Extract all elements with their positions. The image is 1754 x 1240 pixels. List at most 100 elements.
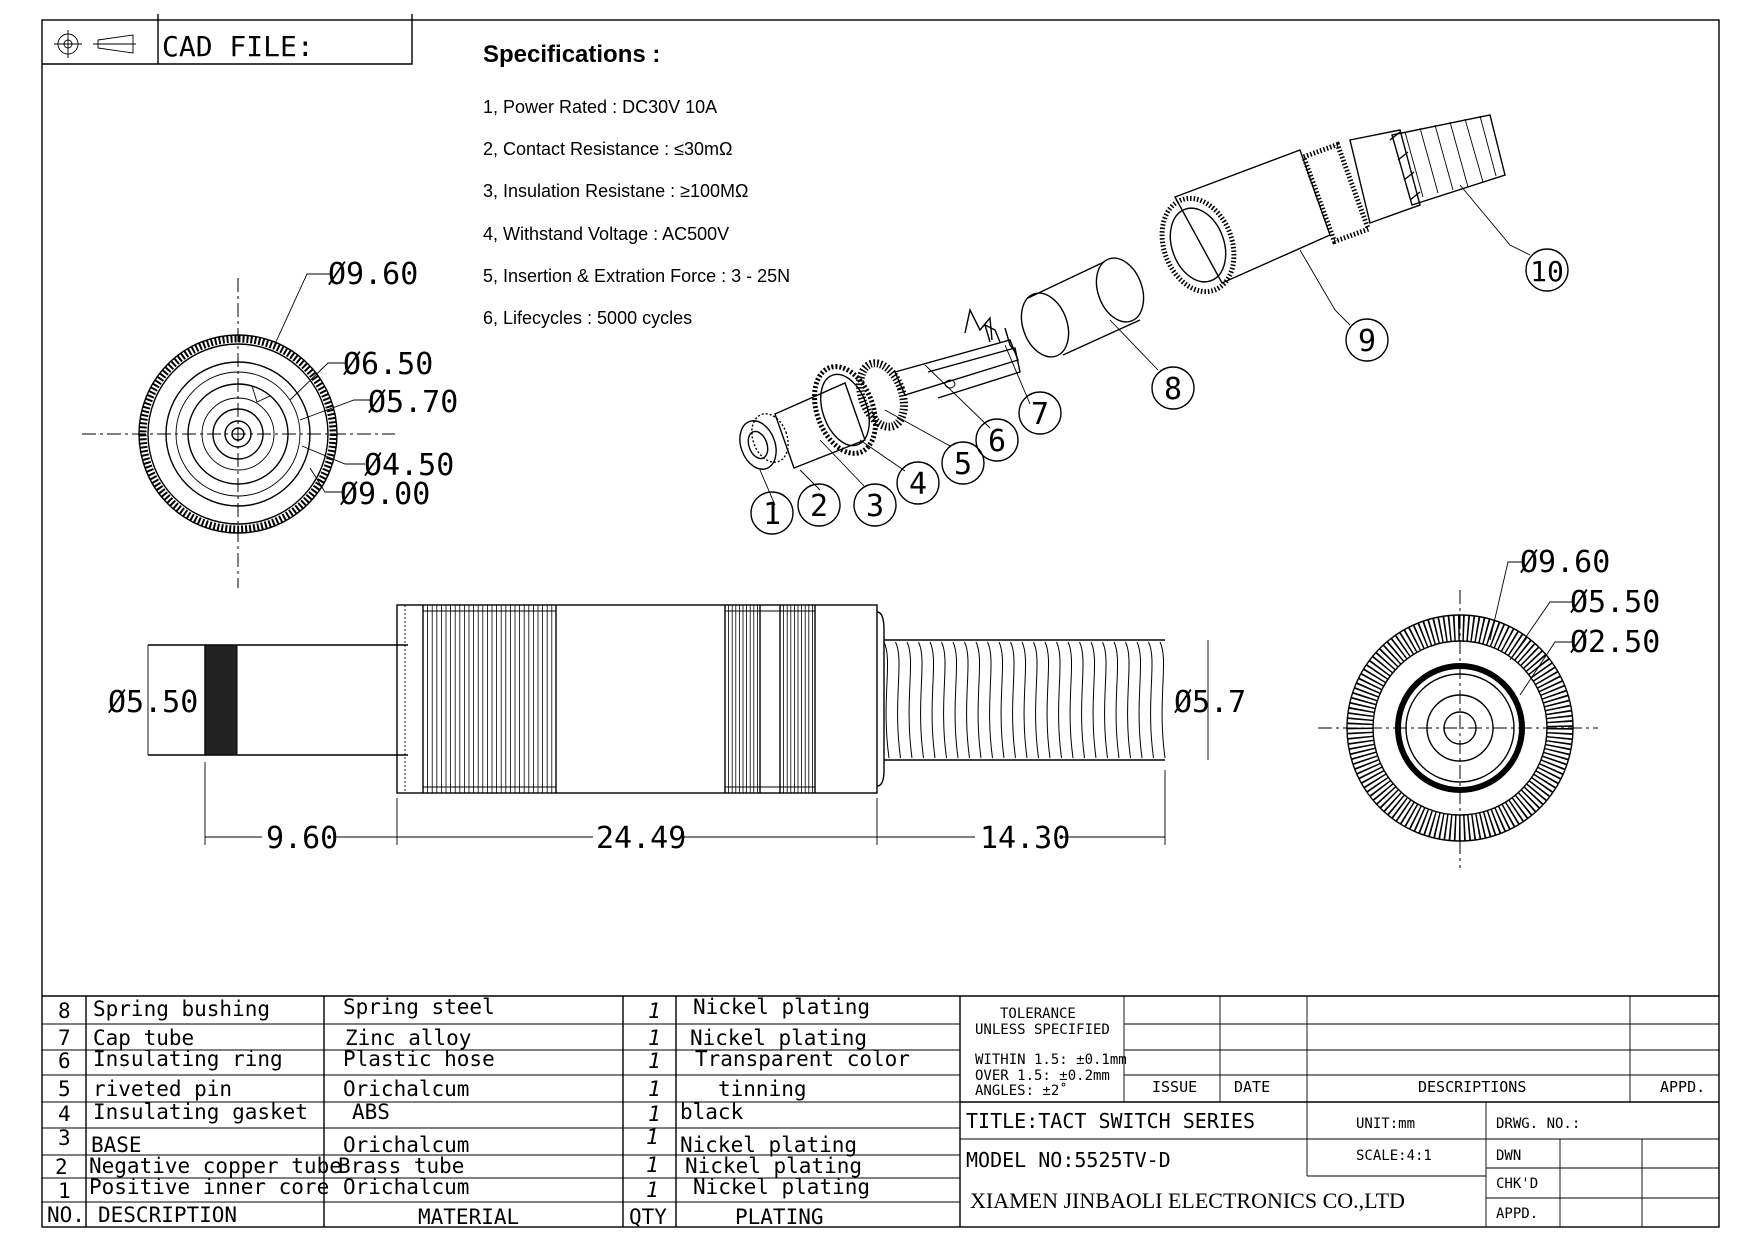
spring-coil-turn	[1010, 641, 1016, 759]
bom-row: 2 Negative copper tube Brass tube 1 Nick…	[55, 1153, 862, 1179]
cad-file-box: CAD FILE:	[42, 14, 413, 65]
balloon-label: 10	[1530, 255, 1564, 288]
bom-material: Orichalcum	[343, 1133, 469, 1157]
bom-qty: 1	[648, 1026, 661, 1050]
knurled-rim	[139, 335, 337, 533]
bom-desc: BASE	[91, 1133, 142, 1157]
bom-plating: tinning	[718, 1077, 807, 1101]
spring-coil-turn	[929, 641, 936, 759]
bom-no: 2	[55, 1155, 68, 1179]
revision-descriptions: DESCRIPTIONS	[1418, 1078, 1526, 1096]
spring-coil-turn	[1056, 641, 1062, 759]
bom-desc: Positive inner core	[89, 1175, 329, 1199]
dim-side-dia-left: Ø5.50	[108, 685, 198, 720]
balloon-label: 2	[810, 489, 828, 524]
title-block: TOLERANCE UNLESS SPECIFIED WITHIN 1.5: ±…	[960, 995, 1719, 1227]
bom-row: 3 BASE Orichalcum 1 Nickel plating	[58, 1125, 857, 1157]
bom-material: Zinc alloy	[345, 1026, 471, 1050]
dim-left-view: Ø6.50	[343, 347, 433, 382]
bom-plating: Nickel plating	[685, 1154, 862, 1178]
balloon-label: 5	[954, 447, 972, 482]
bom-no: 1	[58, 1179, 71, 1203]
balloon-label: 9	[1358, 324, 1376, 359]
bom-qty: 1	[646, 1178, 659, 1202]
side-view: Ø5.50 Ø5.7 9.60 24.49 14.30	[108, 604, 1246, 856]
bom-no: 6	[58, 1049, 71, 1073]
spring-coil-turn	[883, 641, 890, 759]
balloon-label: 3	[866, 489, 884, 524]
spring-coil-turn	[1102, 641, 1108, 759]
balloon-label: 7	[1031, 397, 1049, 432]
spring-coil-turn	[895, 641, 901, 759]
chkd-label: CHK'D	[1496, 1176, 1538, 1192]
exploded-view: 1 2 3 4 5 6 7 8 9 10	[739, 114, 1569, 535]
bom-row: 5 riveted pin Orichalcum 1 tinning	[58, 1077, 807, 1101]
bom-no: 5	[58, 1077, 71, 1101]
cap-knurling	[422, 605, 816, 793]
bom-row: 4 Insulating gasket ABS 1 black	[58, 1100, 744, 1126]
bom-qty: 1	[648, 1049, 661, 1073]
drawing-border	[41, 19, 1720, 1228]
spec-item: 6, Lifecycles : 5000 cycles	[483, 308, 692, 328]
dim-left-view: Ø5.70	[368, 385, 458, 420]
bom-header-material: MATERIAL	[418, 1205, 519, 1229]
specifications: Specifications : 1, Power Rated : DC30V …	[483, 41, 790, 328]
revision-date: DATE	[1234, 1078, 1270, 1096]
bom-material: ABS	[352, 1100, 390, 1124]
bom-material: Spring steel	[343, 995, 495, 1019]
spring-coil-turn	[1021, 641, 1028, 759]
spring-coil-turn	[998, 641, 1005, 759]
spring-coil-turn	[918, 641, 924, 759]
bom-no: 8	[58, 999, 71, 1023]
spring-coil-turn	[975, 641, 982, 759]
bom-plating: Nickel plating	[693, 995, 870, 1019]
bom-material: Plastic hose	[343, 1047, 495, 1071]
dim-right-view: Ø9.60	[1520, 545, 1610, 580]
spring-coil-turn	[1079, 641, 1085, 759]
bom-qty: 1	[646, 1153, 659, 1177]
bom-desc: riveted pin	[93, 1077, 232, 1101]
tolerance-over: OVER 1.5: ±0.2mm	[975, 1068, 1110, 1084]
tolerance-within: WITHIN 1.5: ±0.1mm	[975, 1052, 1127, 1068]
bom-row: 6 Insulating ring Plastic hose 1 Transpa…	[58, 1047, 910, 1073]
balloon-label: 1	[763, 497, 781, 532]
bom-header-plating: PLATING	[735, 1205, 824, 1229]
bom-no: 7	[58, 1026, 71, 1050]
bom-material: Orichalcum	[343, 1077, 469, 1101]
spring-coil-turn	[906, 641, 913, 759]
spec-item: 3, Insulation Resistane : ≥100MΩ	[483, 181, 748, 201]
bom-row: 1 Positive inner core Orichalcum 1 Nicke…	[58, 1175, 870, 1203]
bom-plating: black	[680, 1100, 744, 1124]
spring-coil	[1389, 114, 1506, 206]
right-end-view: Ø9.60 Ø5.50 Ø2.50	[1318, 545, 1660, 868]
spring-coil-turn	[952, 641, 959, 759]
spring-coil-turn	[1148, 641, 1154, 759]
bom-header: NO. DESCRIPTION MATERIAL QTY PLATING	[47, 1203, 824, 1229]
dim-right-view: Ø2.50	[1570, 625, 1660, 660]
spring-coil-turn	[1067, 641, 1074, 759]
spring-coil-turn	[1090, 641, 1097, 759]
bom-no: 3	[58, 1126, 71, 1150]
bom-row: 8 Spring bushing Spring steel 1 Nickel p…	[58, 995, 870, 1023]
balloon-label: 4	[909, 467, 927, 502]
tolerance-label: TOLERANCE	[1000, 1006, 1076, 1022]
bom-desc: Cap tube	[93, 1026, 194, 1050]
scale-label: SCALE:4:1	[1356, 1148, 1432, 1164]
bom-header-desc: DESCRIPTION	[98, 1203, 237, 1227]
balloon-label: 8	[1164, 372, 1182, 407]
bom-plating: Nickel plating	[680, 1133, 857, 1157]
bom-qty: 1	[646, 1125, 659, 1149]
balloon-label: 6	[988, 424, 1006, 459]
bom-desc: Insulating gasket	[93, 1100, 308, 1124]
bom-desc: Insulating ring	[93, 1047, 283, 1071]
bom-qty: 1	[648, 999, 661, 1023]
spring-coil-turn	[1125, 641, 1131, 759]
tolerance-label: UNLESS SPECIFIED	[975, 1022, 1110, 1038]
bom-material: Orichalcum	[343, 1175, 469, 1199]
dim-side-len-c: 14.30	[980, 821, 1070, 856]
bom-table: 8 Spring bushing Spring steel 1 Nickel p…	[42, 995, 961, 1229]
spec-item: 2, Contact Resistance : ≤30mΩ	[483, 139, 732, 159]
spring-coil-turn	[941, 641, 947, 759]
dim-right-view: Ø5.50	[1570, 585, 1660, 620]
dim-side-dia-right: Ø5.7	[1174, 685, 1246, 720]
